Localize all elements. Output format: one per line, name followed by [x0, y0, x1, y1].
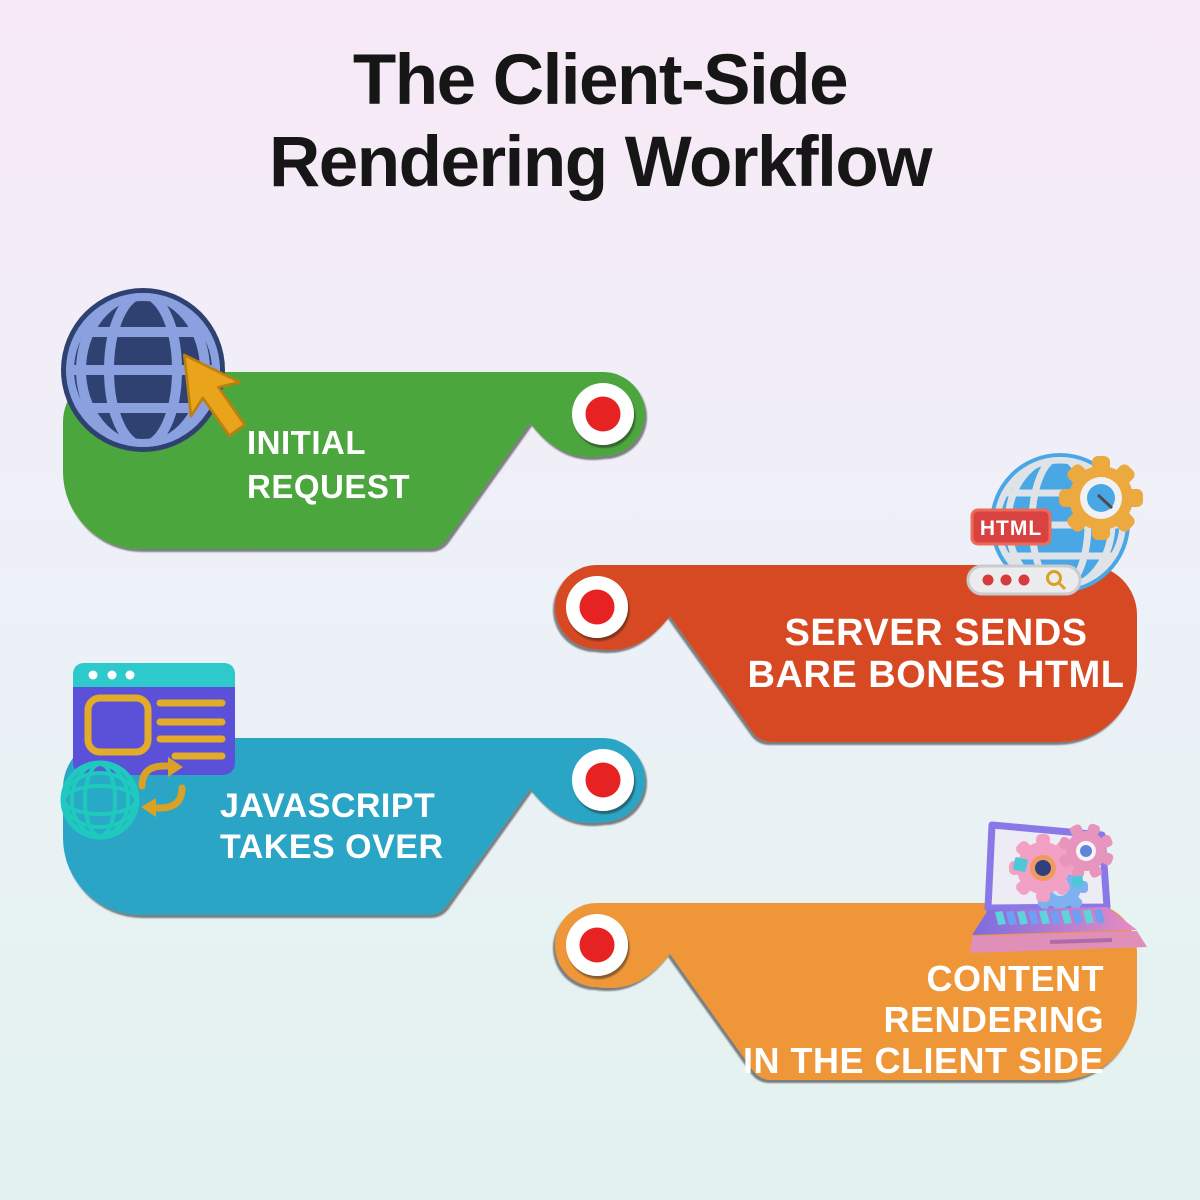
step1-label-line1: INITIAL: [247, 424, 366, 461]
html-chip-text: HTML: [980, 517, 1042, 540]
screen-gears: [1009, 823, 1114, 915]
step3-label-line2: TAKES OVER: [220, 828, 444, 866]
cube-accent-2: [1071, 875, 1084, 888]
wireframe-globe-icon: [60, 760, 140, 840]
html-chip: HTML: [970, 508, 1052, 546]
step4-label-line2: IN THE CLIENT SIDE: [742, 1040, 1104, 1081]
gear-pink-blue: [1058, 823, 1114, 879]
step4-label: CONTENT RENDERING IN THE CLIENT SIDE: [704, 958, 1104, 1081]
gear-icon: [1059, 456, 1143, 540]
address-bar-dots: [982, 574, 1030, 586]
step1-marker: [572, 383, 634, 445]
step2-label-line1: SERVER SENDS: [784, 612, 1088, 654]
cube-accent-1: [1013, 857, 1028, 872]
step2-marker-dot: [579, 589, 615, 625]
browser-content-box: [84, 694, 152, 756]
step4-marker-dot: [579, 927, 615, 963]
address-bar: [966, 564, 1082, 596]
title-line-1: The Client-Side: [352, 41, 849, 120]
browser-content-lines: [156, 699, 226, 760]
globe-cursor-icon: [61, 288, 247, 452]
step2-label-line2: BARE BONES HTML: [747, 654, 1125, 696]
step2-label: SERVER SENDS BARE BONES HTML: [736, 612, 1136, 696]
browser-body: [73, 663, 235, 775]
step3-label-line1: JAVASCRIPT: [220, 787, 436, 825]
title-line-2: Rendering Workflow: [269, 123, 933, 202]
page-title: The Client-Side Rendering Workflow: [0, 40, 1200, 204]
step4-marker: [566, 914, 628, 976]
step3-marker: [572, 749, 634, 811]
step1-marker-dot: [585, 396, 621, 432]
html-globe-gear-icon: HTML: [966, 453, 1143, 596]
step3-label: JAVASCRIPT TAKES OVER: [220, 786, 444, 868]
browser-window-icon: [60, 663, 235, 840]
laptop-gears-icon: [970, 821, 1147, 953]
browser-header-dots: [88, 670, 135, 680]
search-icon: [1046, 570, 1067, 591]
step1-label: INITIAL REQUEST: [247, 421, 410, 509]
sync-arrows-icon: [138, 757, 186, 817]
cursor-icon: [182, 353, 247, 437]
laptop-base-slot: [1049, 938, 1113, 944]
step2-marker: [566, 576, 628, 638]
step1-label-line2: REQUEST: [247, 468, 411, 505]
step3-marker-dot: [585, 762, 621, 798]
step4-label-line1: CONTENT RENDERING: [883, 958, 1104, 1040]
browser-header: [73, 663, 235, 687]
